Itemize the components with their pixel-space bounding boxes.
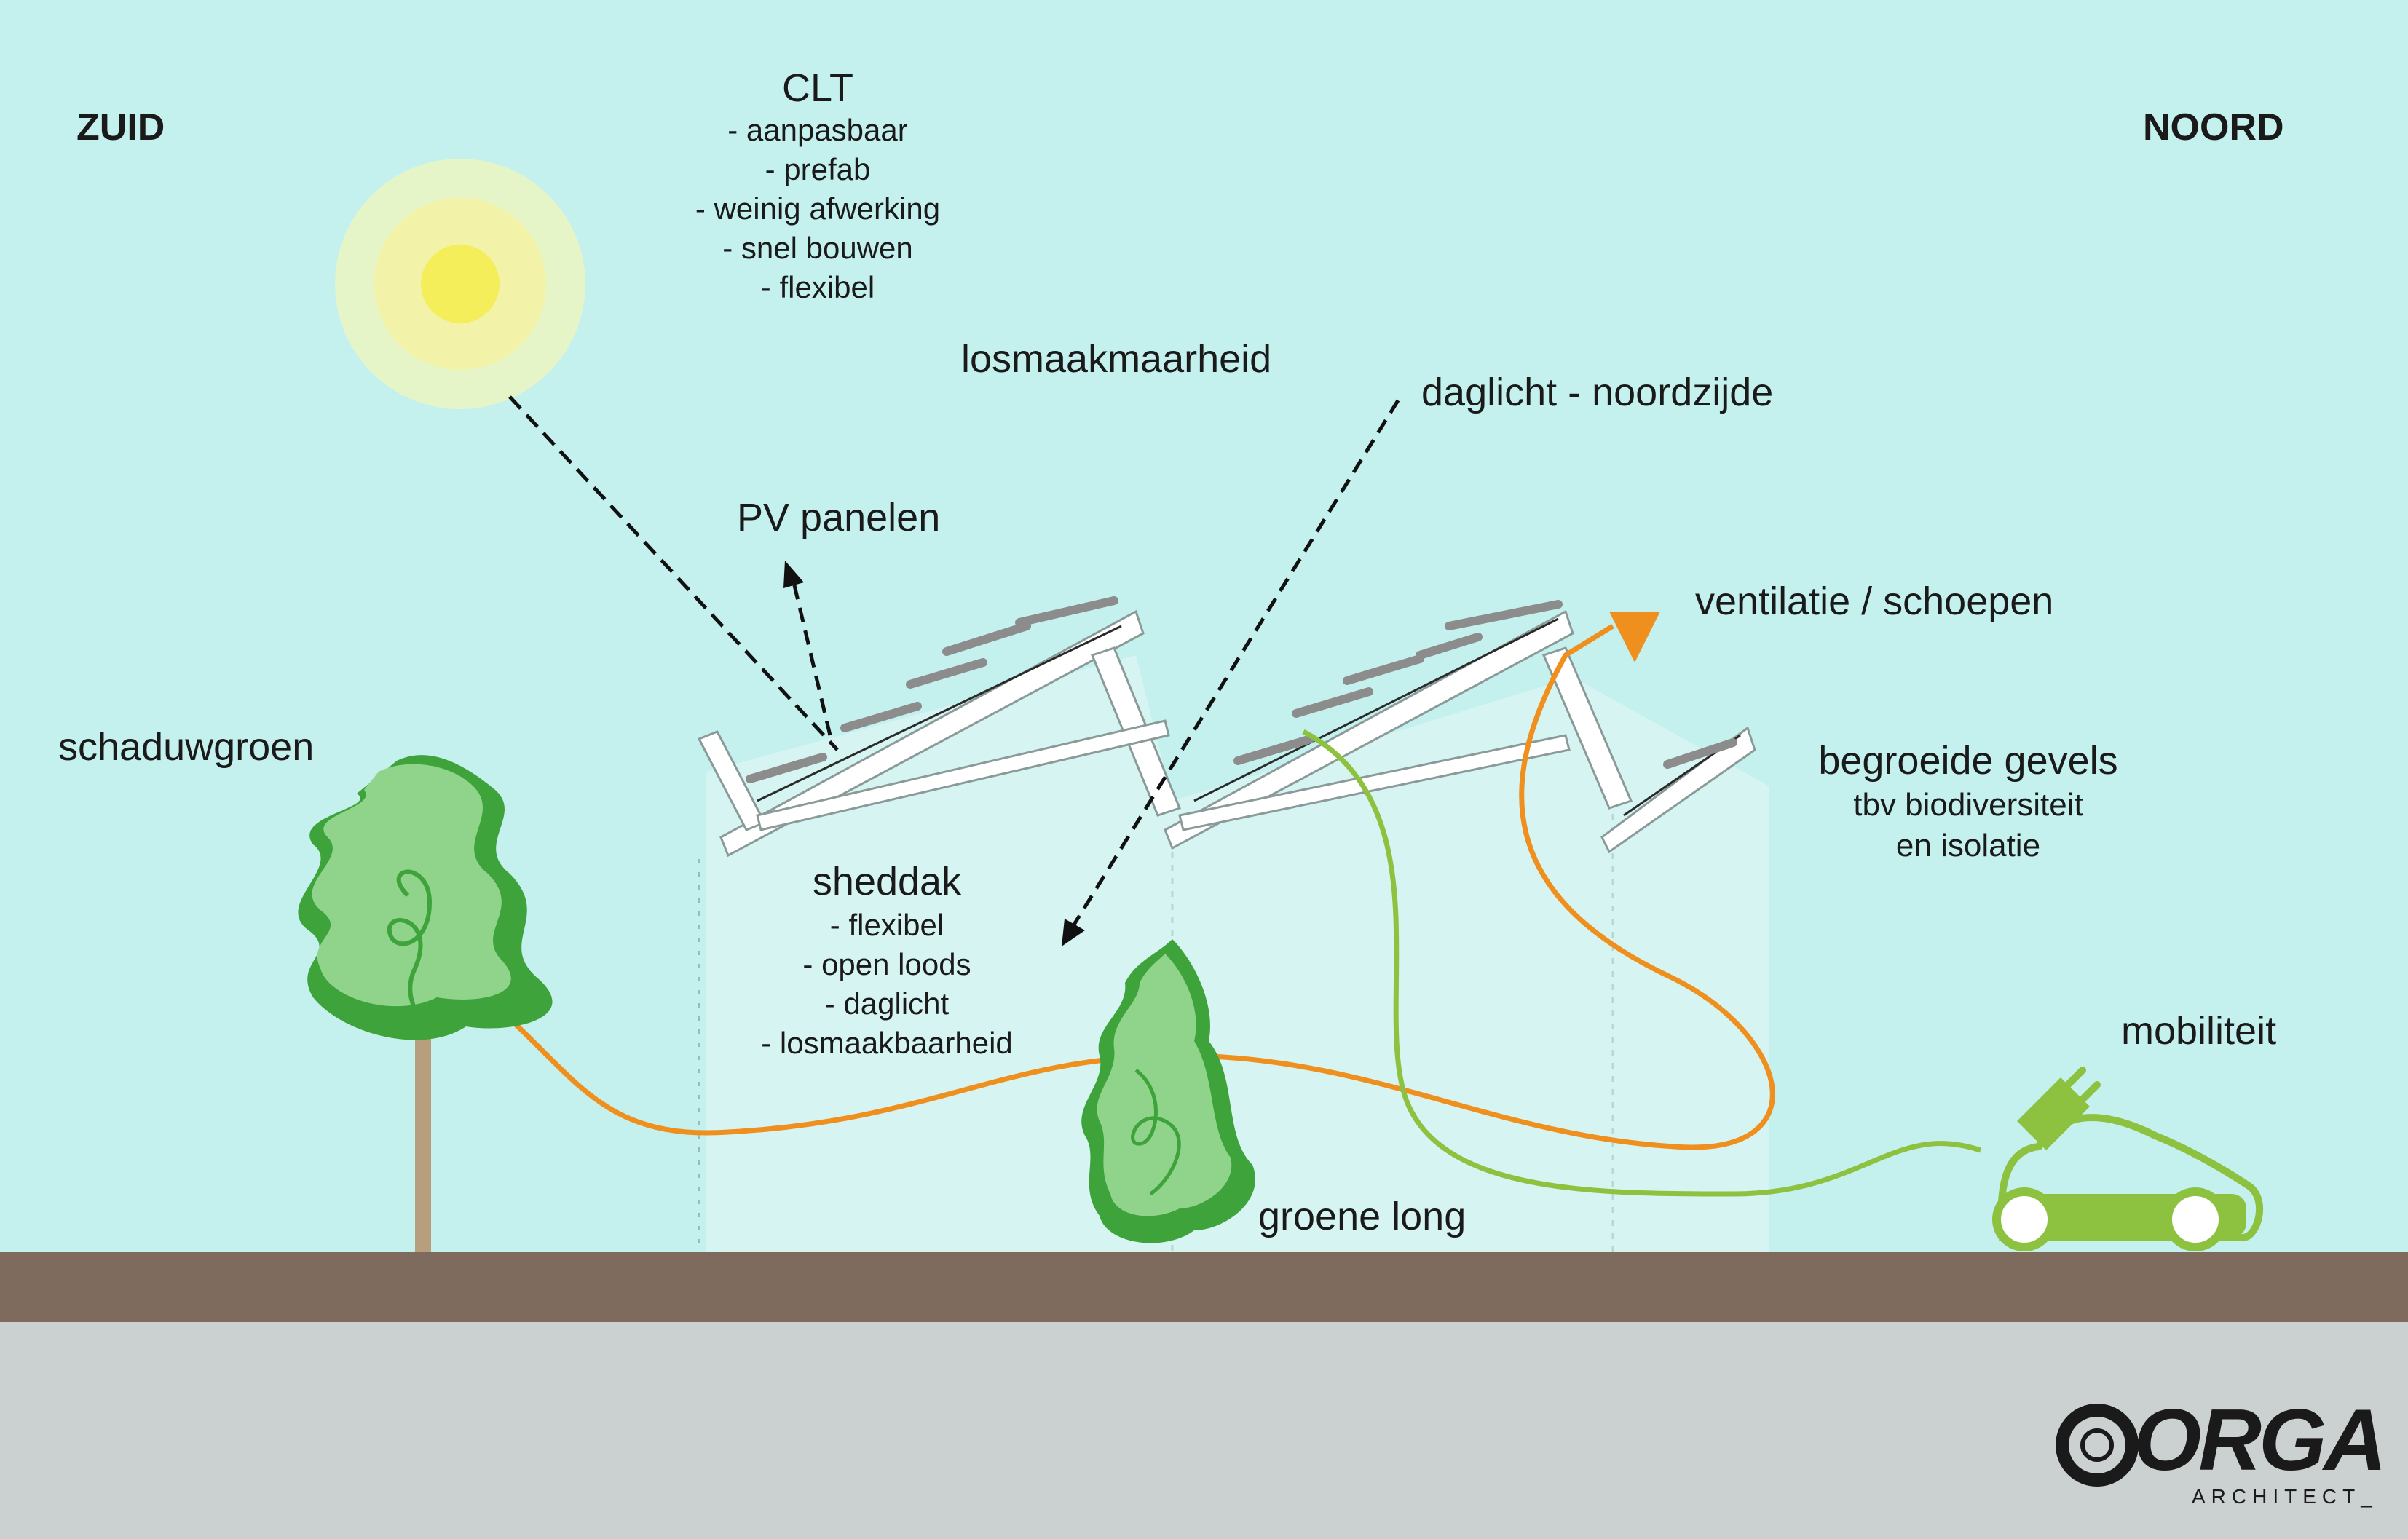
clt-point: - flexibel — [760, 270, 875, 304]
clt-title: CLT — [781, 66, 853, 110]
sawtooth-roof — [697, 609, 1756, 858]
sheddak-points: - flexibel - open loods - daglicht - los… — [761, 906, 1013, 1063]
pv-arrow — [783, 561, 832, 736]
pv-panels — [746, 596, 1737, 783]
logo-wordmark: ORGA — [2133, 1391, 2387, 1489]
mobility-label: mobiliteit — [2121, 1009, 2277, 1053]
clt-points: - aanpasbaar - prefab - weinig afwerking… — [695, 111, 940, 307]
shade-green-label: schaduwgroen — [58, 725, 315, 769]
ventilation-airflow — [421, 612, 1775, 1150]
orga-logo — [2056, 1404, 2139, 1487]
sheddak-point: - daglicht — [824, 986, 950, 1021]
sheddak-point: - losmaakbaarheid — [761, 1026, 1013, 1060]
clt-point: - weinig afwerking — [695, 191, 941, 226]
green-facades-title: begroeide gevels — [1818, 739, 2118, 783]
sheddak-title: sheddak — [812, 860, 962, 903]
sun-ray-arrow — [508, 395, 839, 751]
green-facades-block: begroeide gevels tbv biodiversiteit en i… — [1818, 737, 2117, 866]
north-label: NOORD — [2143, 106, 2284, 149]
green-facades-sub2: en isolatie — [1895, 828, 2041, 863]
earth-layer — [0, 1252, 2408, 1322]
pv-label: PV panelen — [737, 496, 941, 539]
ventilation-label: ventilatie / schoepen — [1695, 579, 2054, 623]
clt-block: CLT - aanpasbaar - prefab - weinig afwer… — [695, 66, 940, 307]
green-lung-label: groene long — [1258, 1195, 1466, 1238]
shade-tree — [298, 755, 553, 1252]
sheddak-block: sheddak - flexibel - open loods - daglic… — [761, 858, 1013, 1063]
clt-point: - aanpasbaar — [727, 113, 908, 147]
sheddak-point: - open loods — [802, 947, 971, 981]
sheddak-point: - flexibel — [829, 908, 944, 942]
pavement — [0, 1321, 2408, 1539]
logo-subtitle: ARCHITECT_ — [2192, 1485, 2378, 1508]
clt-point: - snel bouwen — [722, 231, 913, 265]
electric-line — [1302, 729, 1982, 1197]
clt-point: - prefab — [765, 152, 871, 186]
electric-car-icon — [1992, 1067, 2264, 1251]
green-facades-sub1: tbv biodiversiteit — [1853, 787, 2083, 823]
south-label: ZUID — [76, 106, 165, 149]
disassembly-label: losmaakmaarheid — [961, 337, 1272, 381]
green-lung-tree — [1081, 939, 1255, 1243]
ventilation-arrowhead — [1609, 612, 1660, 662]
sun-icon — [335, 159, 585, 409]
daylight-arrow — [1062, 399, 1400, 946]
daylight-north-label: daglicht - noordzijde — [1421, 371, 1774, 414]
